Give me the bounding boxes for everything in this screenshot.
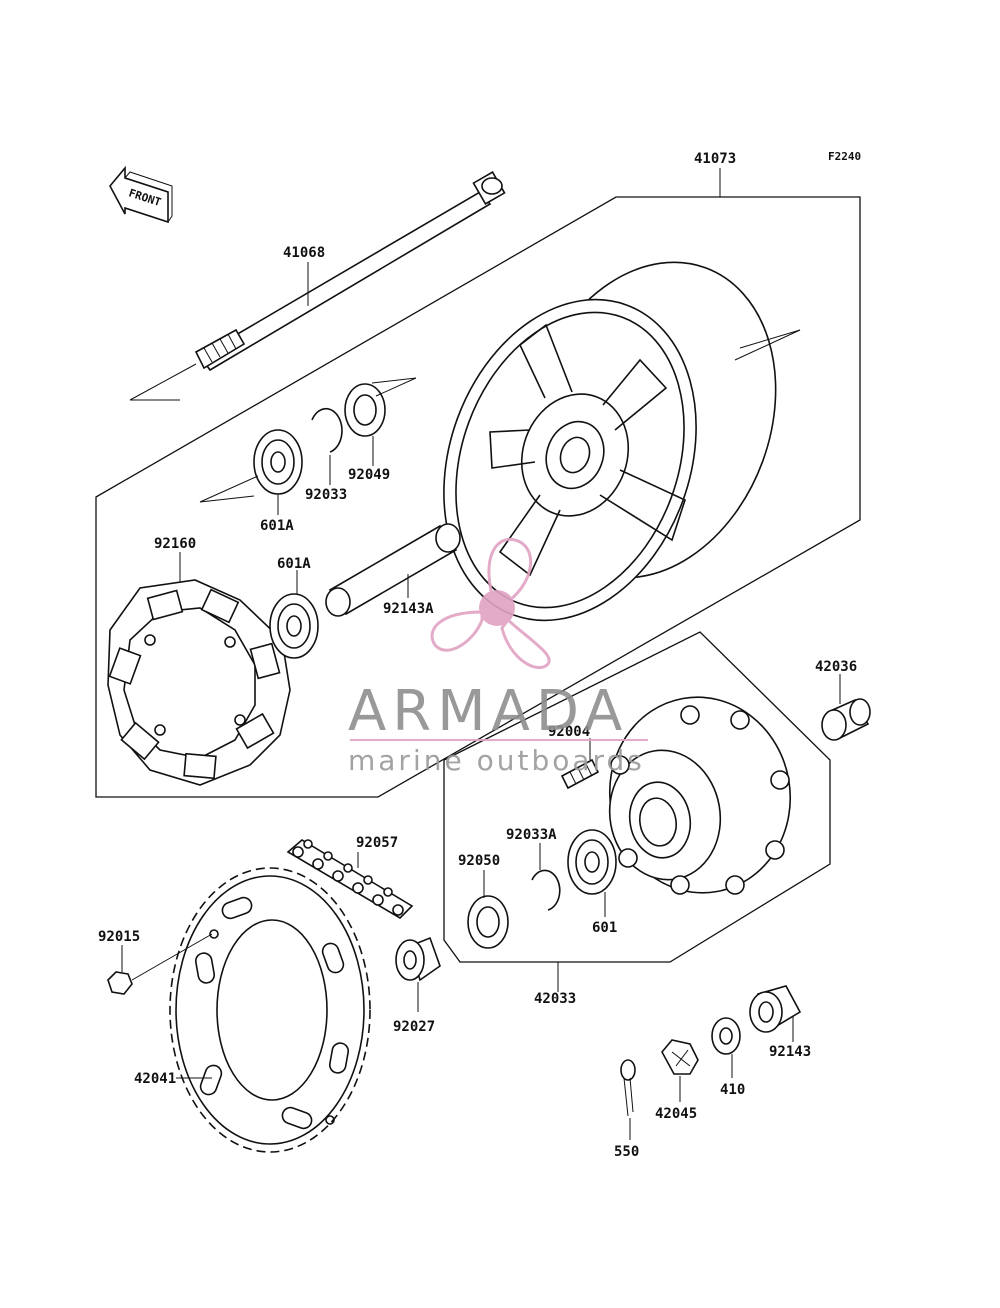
chain-part: [286, 839, 414, 920]
oil-seal-lower-part: [467, 895, 509, 949]
circlip-part: [311, 407, 343, 453]
label-42041: 42041: [134, 1071, 176, 1087]
collar-right-part: [821, 698, 871, 741]
propeller-logo-icon: [430, 537, 551, 670]
collar-far-right-part: [749, 985, 802, 1033]
coupling-hub-part: [608, 696, 792, 895]
label-92057: 92057: [356, 835, 398, 851]
collar-long-part: [325, 523, 461, 617]
label-92049: 92049: [348, 467, 390, 483]
wheel-assembly-box: [95, 196, 861, 798]
label-42036: 42036: [815, 659, 857, 675]
bearing-left-part: [199, 429, 303, 503]
label-92143A: 92143A: [383, 601, 434, 617]
label-601A-mid: 601A: [277, 556, 311, 572]
oil-seal-top-part: [344, 377, 417, 437]
front-arrow-icon: FRONT: [109, 165, 173, 224]
wheel-part: [443, 261, 801, 622]
collar-sprocket-part: [395, 936, 441, 982]
cotter-pin-part: [620, 1059, 636, 1117]
axle-part: [129, 171, 506, 401]
stud-part: [560, 758, 600, 790]
damper-part: [107, 579, 291, 786]
washer-part: [711, 1017, 741, 1055]
bearing-lower-part: [567, 829, 617, 895]
label-92004: 92004: [548, 724, 590, 740]
label-92033A: 92033A: [506, 827, 557, 843]
label-410: 410: [720, 1082, 745, 1098]
castle-nut-part: [661, 1039, 699, 1075]
label-92015: 92015: [98, 929, 140, 945]
label-92160: 92160: [154, 536, 196, 552]
circlip-lower-part: [531, 869, 561, 911]
label-41068: 41068: [283, 245, 325, 261]
label-92033: 92033: [305, 487, 347, 503]
label-42045: 42045: [655, 1106, 697, 1122]
label-601A-top: 601A: [260, 518, 294, 534]
coupling-assembly-box: [443, 631, 831, 963]
bearing-middle-part: [269, 593, 319, 659]
label-41073: 41073: [694, 151, 736, 167]
label-550: 550: [614, 1144, 639, 1160]
watermark-tagline: marine outboards: [348, 744, 645, 777]
sprocket-part: [169, 867, 371, 1153]
label-42033: 42033: [534, 991, 576, 1007]
label-92050: 92050: [458, 853, 500, 869]
diagram-id: F2240: [828, 150, 861, 163]
label-92143: 92143: [769, 1044, 811, 1060]
label-92027: 92027: [393, 1019, 435, 1035]
nut-sprocket-part: [107, 933, 213, 995]
watermark: ARMADA marine outboards: [348, 537, 648, 777]
label-601: 601: [592, 920, 617, 936]
watermark-brand: ARMADA: [348, 679, 628, 744]
